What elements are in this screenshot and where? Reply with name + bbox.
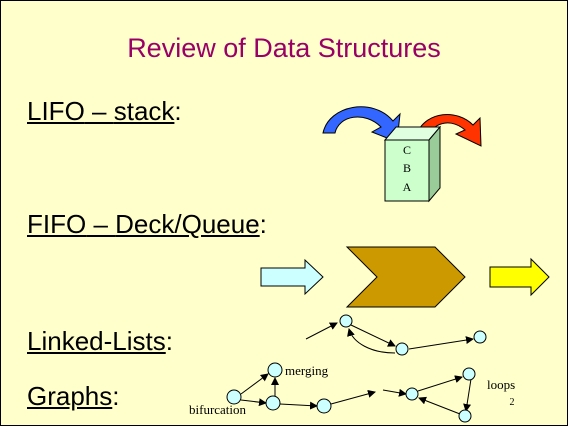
linked-lists-label: Linked-Lists xyxy=(27,326,166,356)
stack-item-b: B xyxy=(403,161,411,175)
slide-title: Review of Data Structures xyxy=(127,33,441,63)
loops-label: loops xyxy=(487,377,515,392)
page-number: 2 xyxy=(510,397,515,408)
merging-label: merging xyxy=(285,363,329,378)
queue-output-arrow xyxy=(489,257,550,297)
stack-box xyxy=(383,125,442,203)
lifo-heading: LIFO – stack: xyxy=(27,96,182,127)
linked-lists-heading: Linked-Lists: xyxy=(27,326,173,357)
fifo-label: FIFO xyxy=(27,209,87,239)
bifurcation-label: bifurcation xyxy=(189,402,247,417)
lifo-colon: : xyxy=(174,96,182,126)
fifo-heading: FIFO – Deck/Queue: xyxy=(27,209,267,240)
queue-chevron xyxy=(345,246,466,308)
pop-arrow xyxy=(416,114,482,147)
graphs-colon: : xyxy=(112,381,120,411)
fifo-separator: – xyxy=(86,209,116,239)
graphs-label: Graphs xyxy=(27,381,113,411)
fifo-colon: : xyxy=(259,209,267,239)
queue-input-arrow xyxy=(260,258,324,296)
stack-item-c: C xyxy=(403,143,411,157)
linked-lists-colon: : xyxy=(165,326,173,356)
graph-diagram xyxy=(226,362,476,423)
stack-item-a: A xyxy=(403,180,412,194)
lifo-separator: – xyxy=(84,96,114,126)
linked-list-diagram xyxy=(305,314,487,356)
fifo-queue-label: Deck/Queue xyxy=(115,209,260,239)
lifo-stack-label: stack xyxy=(113,96,175,126)
graphs-heading: Graphs: xyxy=(27,381,120,412)
lifo-label: LIFO xyxy=(27,96,85,126)
